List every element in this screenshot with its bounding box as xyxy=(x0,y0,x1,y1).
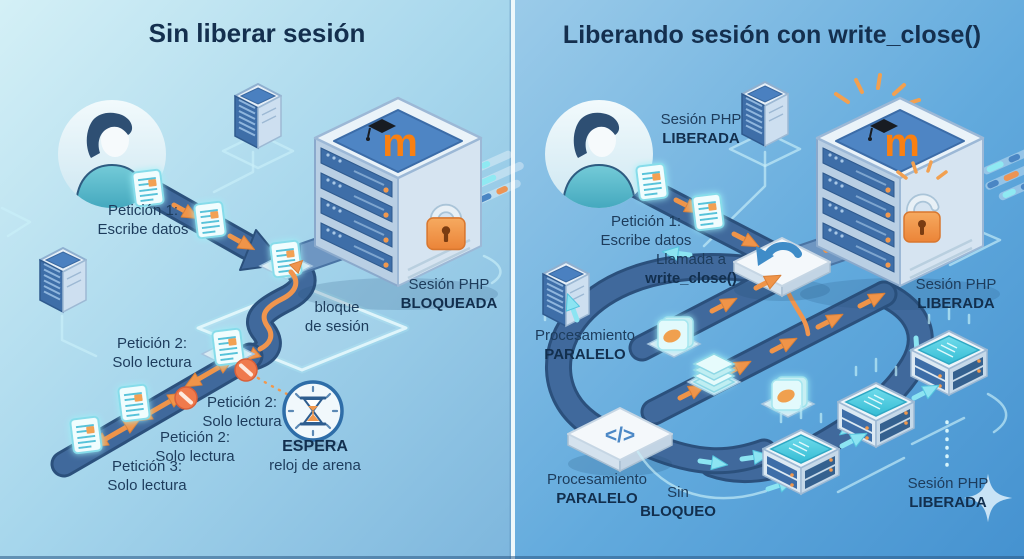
label-line: Sesión PHP xyxy=(907,475,989,492)
divider-shadow xyxy=(509,0,511,559)
label-peticion-3: Petición 3: Solo lectura xyxy=(107,458,186,496)
label-line: write_close() xyxy=(645,269,737,287)
label-line: Llamada a xyxy=(655,251,727,268)
label-line: Solo lectura xyxy=(112,353,192,371)
right-panel-title: Liberando sesión con write_close() xyxy=(562,21,982,49)
circuit-trace xyxy=(221,132,295,170)
document-icon xyxy=(691,192,725,232)
label-sin-bloqueo: Sin BLOQUEO xyxy=(640,484,716,522)
document-icon xyxy=(69,415,103,455)
document-icon xyxy=(635,162,669,202)
label-line: Solo lectura xyxy=(155,447,235,465)
panel-divider xyxy=(511,0,515,559)
label-line: reloj de arena xyxy=(269,457,361,475)
write-close-platform xyxy=(733,237,831,301)
label-line: Sesión PHP xyxy=(408,276,490,293)
label-line: Sin xyxy=(667,484,689,501)
label-line: de sesión xyxy=(304,317,370,335)
label-line: Petición 3: xyxy=(111,458,183,475)
circuit-trace xyxy=(0,206,32,238)
left-panel-art xyxy=(0,83,524,478)
label-line: Procesamiento xyxy=(534,327,636,344)
circuit-trace xyxy=(986,392,1008,434)
label-line: LIBERADA xyxy=(909,493,987,511)
label-line: Petición 2: xyxy=(206,394,278,411)
label-line: Petición 2: xyxy=(159,429,231,446)
label-line: PARALELO xyxy=(556,489,638,507)
label-line: BLOQUEO xyxy=(640,502,716,520)
label-line: Petición 1: xyxy=(107,202,179,219)
label-sesion-liberada-top: Sesión PHP LIBERADA xyxy=(661,111,742,149)
label-line: LIBERADA xyxy=(917,294,995,312)
right-panel-art: </> xyxy=(542,73,1024,523)
circuit-trace xyxy=(728,130,802,168)
label-procesamiento-paralelo-2: Procesamiento PARALELO xyxy=(547,471,647,509)
label-line: Escribe datos xyxy=(600,231,692,249)
code-icon: </> xyxy=(605,424,635,447)
code-platform: </> xyxy=(567,407,673,476)
label-line: Solo lectura xyxy=(202,412,282,430)
label-sesion-bloqueada: Sesión PHP BLOQUEADA xyxy=(401,276,498,314)
sin-bloqueo-trace xyxy=(636,450,768,500)
label-line: Petición 1: xyxy=(610,213,682,230)
left-panel-title: Sin liberar sesión xyxy=(148,18,366,48)
document-icon xyxy=(193,200,227,240)
circuit-trace xyxy=(836,456,906,494)
server-tower-icon xyxy=(542,261,590,327)
server-tower-icon xyxy=(39,247,87,313)
no-entry-icon xyxy=(173,385,199,411)
label-line: bloque xyxy=(314,299,360,316)
label-peticion-1-right: Petición 1: Escribe datos xyxy=(601,213,692,251)
label-line: Procesamiento xyxy=(546,471,648,488)
circuit-trace xyxy=(910,416,966,446)
document-icon xyxy=(211,327,245,367)
label-line: ESPERA xyxy=(282,438,348,455)
orange-merge-curve xyxy=(785,289,811,337)
server-tower-icon xyxy=(234,83,282,149)
orange-s-arrow-icon xyxy=(246,259,304,361)
label-bloque-sesion: bloque de sesión xyxy=(305,299,369,337)
refresh-arrow-icon xyxy=(756,242,802,266)
label-line: BLOQUEADA xyxy=(400,294,498,312)
label-line: Sesión PHP xyxy=(915,276,997,293)
label-peticion-2a: Petición 2: Solo lectura xyxy=(112,335,191,373)
label-sesion-liberada-bottom: Sesión PHP LIBERADA xyxy=(908,475,989,513)
file-stack-icon xyxy=(657,316,694,351)
lock-rays xyxy=(896,160,948,180)
bottom-edge xyxy=(0,556,1024,559)
document-icon xyxy=(117,383,151,423)
label-peticion-2b: Petición 2: Solo lectura xyxy=(202,394,281,432)
label-peticion-2c: Petición 2: Solo lectura xyxy=(155,429,234,467)
label-sesion-liberada-right: Sesión PHP LIBERADA xyxy=(916,276,997,314)
no-entry-icon xyxy=(233,357,259,383)
data-stream xyxy=(982,141,1024,201)
label-line: Sesión PHP xyxy=(660,111,742,128)
label-procesamiento-paralelo-1: Procesamiento PARALELO xyxy=(535,327,635,365)
sunburst-rays xyxy=(834,73,921,106)
lock-closed-icon xyxy=(426,203,466,251)
label-line: Escribe datos xyxy=(97,220,189,238)
label-llamada-write-close: Llamada a write_close() xyxy=(645,251,737,289)
label-espera: ESPERA reloj de arena xyxy=(269,437,361,476)
circuit-trace xyxy=(60,314,98,358)
circuit-trace xyxy=(482,254,502,285)
document-icon xyxy=(131,168,165,208)
lock-open-icon xyxy=(896,160,948,243)
hourglass-icon xyxy=(282,380,344,450)
label-line: Petición 2: xyxy=(116,335,188,352)
circuit-trace xyxy=(212,150,255,194)
dashed-connector xyxy=(256,376,296,400)
label-line: PARALELO xyxy=(544,345,626,363)
label-line: Solo lectura xyxy=(107,476,187,494)
label-peticion-1: Petición 1: Escribe datos xyxy=(98,202,189,240)
label-line: LIBERADA xyxy=(662,129,740,147)
server-tower-icon xyxy=(741,81,789,147)
